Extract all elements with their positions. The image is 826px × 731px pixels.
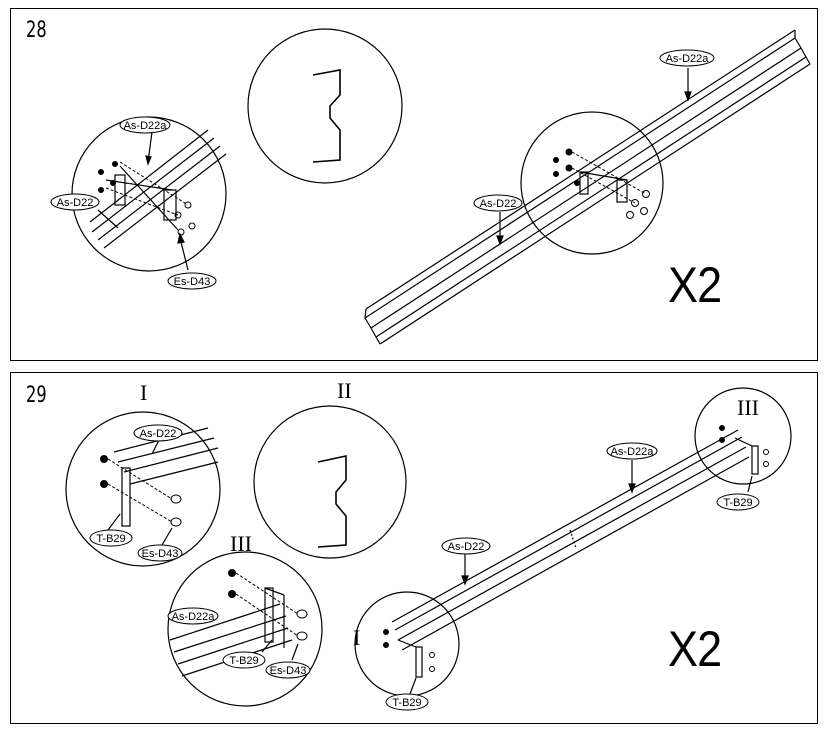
label-es-d43: Es-D43 (270, 665, 307, 677)
rail-profile-shape (317, 455, 347, 548)
left-detail-rail (89, 129, 227, 249)
detail-label-iii: III (230, 531, 252, 556)
left-detail-bolts (98, 161, 196, 236)
label-as-d22a: As-D22a (124, 120, 168, 132)
detail-label-i: I (353, 625, 361, 650)
label-es-d43: Es-D43 (174, 276, 211, 288)
label-es-d43: Es-D43 (142, 548, 179, 560)
step-28-panel (10, 8, 818, 361)
label-t-b29: T-B29 (392, 697, 421, 709)
detail-label-i: I (140, 380, 148, 405)
detail-i-bolts (100, 455, 182, 527)
circle-iii-bracket (734, 437, 759, 475)
detail-circle-iii-right (694, 387, 792, 485)
quantity-multiplier: X2 (668, 621, 722, 677)
right-detail-bolts (553, 148, 650, 219)
right-detail-circle (520, 111, 664, 255)
step-number: 28 (26, 18, 47, 43)
rail-profile-shape (312, 69, 341, 163)
detail-circle-i (65, 411, 221, 567)
label-rail-as-d22: As-D22 (480, 198, 517, 210)
detail-circle-iii (167, 551, 323, 707)
detail-iii-bolts (228, 569, 308, 641)
label-t-b29: T-B29 (96, 533, 125, 545)
label-as-d22: As-D22 (140, 428, 177, 440)
circle-i-bracket (397, 639, 423, 678)
label-rail-as-d22: As-D22 (448, 541, 485, 553)
label-rail-as-d22a: As-D22a (666, 53, 710, 65)
long-rail (391, 429, 750, 651)
step-number: 29 (26, 383, 47, 408)
quantity-multiplier: X2 (668, 257, 722, 313)
label-rail-as-d22a: As-D22a (611, 446, 655, 458)
detail-label-ii: II (337, 378, 352, 403)
label-t-b29: T-B29 (229, 655, 258, 667)
profile-detail-circle (247, 28, 403, 184)
profile-detail-circle (253, 405, 407, 559)
label-t-b29: T-B29 (723, 497, 752, 509)
detail-label-iii: III (737, 395, 759, 420)
detail-iii-rail (169, 587, 293, 677)
label-as-d22a: As-D22a (172, 611, 216, 623)
label-as-d22: As-D22 (57, 197, 94, 209)
detail-i-rail (113, 427, 219, 527)
